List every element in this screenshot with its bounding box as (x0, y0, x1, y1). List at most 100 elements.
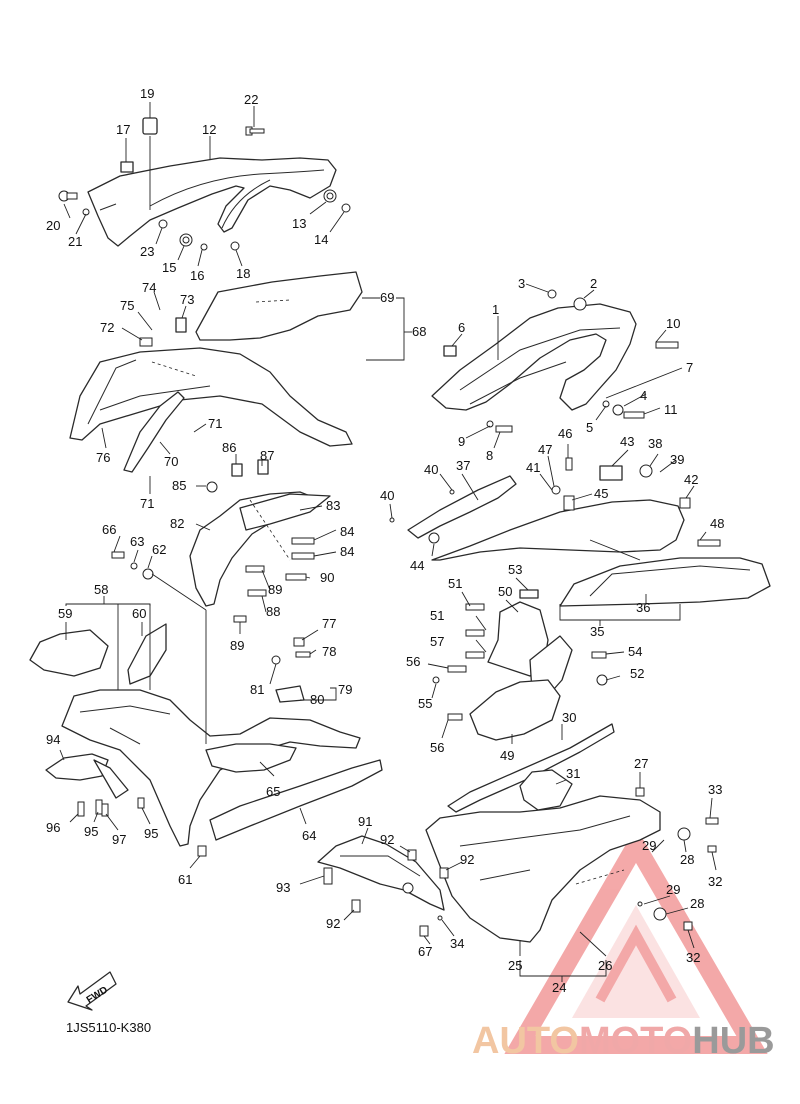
callout: 40 (380, 488, 394, 503)
callout: 82 (170, 516, 184, 531)
callout: 17 (116, 122, 130, 137)
callout: 84 (340, 524, 354, 539)
watermark-logo (504, 827, 768, 1054)
watermark-text: AUTOMOTOHUB (472, 1020, 775, 1063)
callout: 21 (68, 234, 82, 249)
callout: 1 (492, 302, 499, 317)
watermark-part-hub: HUB (692, 1020, 775, 1062)
callout: 30 (562, 710, 576, 725)
callout: 73 (180, 292, 194, 307)
callout: 49 (500, 748, 514, 763)
callout: 28 (690, 896, 704, 911)
callout: 80 (310, 692, 324, 707)
callout: 23 (140, 244, 154, 259)
callout: 66 (102, 522, 116, 537)
callout: 71 (208, 416, 222, 431)
callout: 92 (460, 852, 474, 867)
callout: 74 (142, 280, 156, 295)
callout: 42 (684, 472, 698, 487)
callout: 55 (418, 696, 432, 711)
callout: 51 (430, 608, 444, 623)
callout: 13 (292, 216, 306, 231)
inner-panel-82 (111, 459, 331, 623)
callout: 14 (314, 232, 328, 247)
callout: 70 (164, 454, 178, 469)
callout: 52 (630, 666, 644, 681)
callout: 75 (120, 298, 134, 313)
callout: 95 (84, 824, 98, 839)
callout: 76 (96, 450, 110, 465)
callout: 88 (266, 604, 280, 619)
callout: 92 (326, 916, 340, 931)
fwd-arrow-icon: FWD (67, 971, 117, 1011)
callout: 90 (320, 570, 334, 585)
callout: 48 (710, 516, 724, 531)
callout: 28 (680, 852, 694, 867)
callout: 84 (340, 544, 354, 559)
callout: 26 (598, 958, 612, 973)
callout: 54 (628, 644, 642, 659)
callout: 79 (338, 682, 352, 697)
callout: 9 (458, 434, 465, 449)
callout: 64 (302, 828, 316, 843)
callout: 47 (538, 442, 552, 457)
callout: 92 (380, 832, 394, 847)
callout: 83 (326, 498, 340, 513)
callout: 27 (634, 756, 648, 771)
callout: 10 (666, 316, 680, 331)
fasteners-top (58, 126, 351, 251)
callout: 91 (358, 814, 372, 829)
callout: 32 (708, 874, 722, 889)
upper-cowling-68 (69, 271, 363, 473)
callout: 61 (178, 872, 192, 887)
callout: 65 (266, 784, 280, 799)
callout: 69 (380, 290, 394, 305)
callout: 58 (94, 582, 108, 597)
callout: 43 (620, 434, 634, 449)
callout: 86 (222, 440, 236, 455)
bracket-91 (317, 835, 449, 937)
callout: 5 (586, 420, 593, 435)
side-cowl-35 (389, 457, 771, 607)
callout: 63 (130, 534, 144, 549)
callout: 51 (448, 576, 462, 591)
callout: 35 (590, 624, 604, 639)
callout: 29 (642, 838, 656, 853)
air-duct-49 (432, 589, 608, 741)
callout: 36 (636, 600, 650, 615)
callout: 46 (558, 426, 572, 441)
callout: 8 (486, 448, 493, 463)
callout: 78 (322, 644, 336, 659)
callout: 37 (456, 458, 470, 473)
leader-lines (59, 102, 717, 982)
callout: 57 (430, 634, 444, 649)
callout: 93 (276, 880, 290, 895)
callout: 34 (450, 936, 464, 951)
watermark-part-moto: MOTO (578, 1020, 693, 1062)
callout: 15 (162, 260, 176, 275)
callout: 24 (552, 980, 566, 995)
callout: 7 (686, 360, 693, 375)
callout: 60 (132, 606, 146, 621)
callout: 89 (268, 582, 282, 597)
callout: 22 (244, 92, 258, 107)
lower-cowl-24 (425, 723, 719, 943)
callout: 94 (46, 732, 60, 747)
callout: 38 (648, 436, 662, 451)
callout: 41 (526, 460, 540, 475)
callout-numbers: 19 22 17 12 20 21 23 15 16 18 13 14 74 7… (46, 86, 724, 995)
callout: 31 (566, 766, 580, 781)
side-cover-1 (431, 289, 679, 433)
callout: 96 (46, 820, 60, 835)
callout: 97 (112, 832, 126, 847)
callout: 87 (260, 448, 274, 463)
callout: 62 (152, 542, 166, 557)
callout: 77 (322, 616, 336, 631)
callout: 85 (172, 478, 186, 493)
callout: 50 (498, 584, 512, 599)
callout: 89 (230, 638, 244, 653)
callout: 29 (666, 882, 680, 897)
callout: 4 (640, 388, 647, 403)
callout: 59 (58, 606, 72, 621)
